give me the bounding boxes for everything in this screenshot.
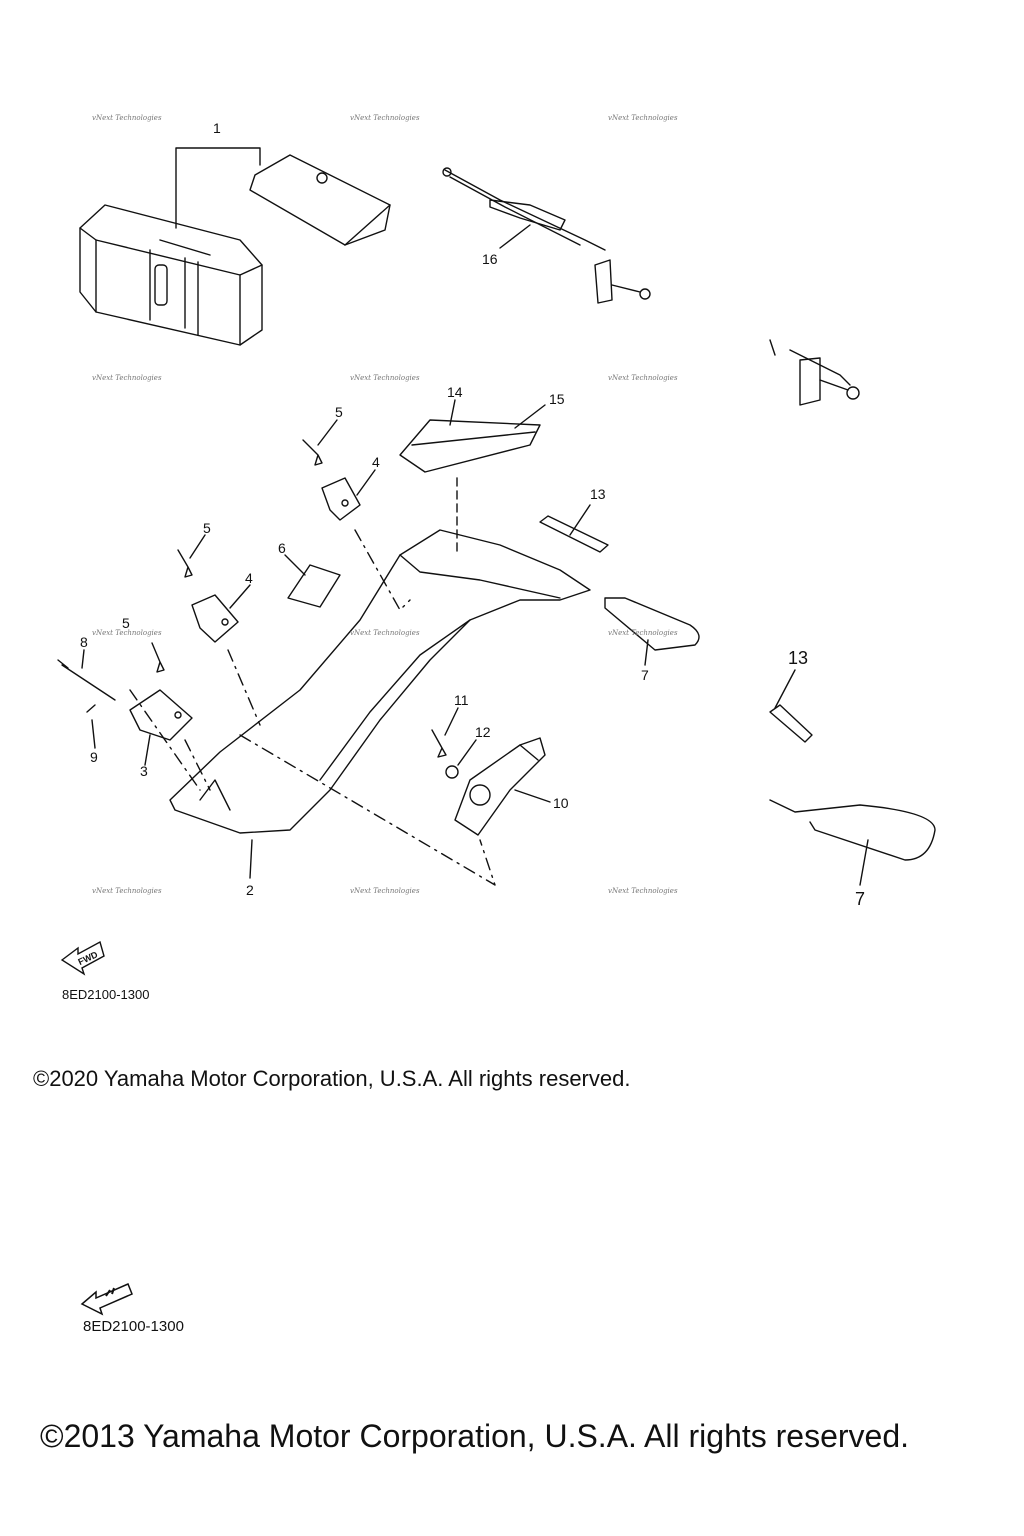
callout-7: 7	[641, 667, 649, 683]
leader-5-mid	[189, 534, 206, 559]
watermark: vNext Technologies	[350, 629, 420, 637]
callout-5-mid: 5	[203, 520, 211, 536]
hinge-part-3	[129, 689, 193, 741]
leader-11	[444, 707, 459, 736]
liner-part-2	[169, 529, 591, 834]
callout-8: 8	[80, 634, 88, 650]
leader-8	[81, 649, 85, 669]
watermark: vNext Technologies	[350, 114, 420, 122]
watermark: vNext Technologies	[608, 887, 678, 895]
leader-13-detail	[774, 669, 796, 709]
nut-part-12	[445, 765, 459, 779]
watermark: vNext Technologies	[350, 887, 420, 895]
watermark: vNext Technologies	[92, 114, 162, 122]
callout-11: 11	[454, 692, 469, 708]
watermark: vNext Technologies	[608, 374, 678, 382]
cable-part-16	[442, 167, 651, 304]
callout-4-lower: 4	[245, 570, 253, 586]
fwd-arrow-icon: FWD	[60, 940, 105, 976]
pin-part-8	[57, 659, 116, 701]
copyright-notice-secondary: ©2013 Yamaha Motor Corporation, U.S.A. A…	[40, 1418, 910, 1454]
holder-part-10	[454, 737, 546, 836]
diagram-code: 8ED2100-1300	[62, 987, 150, 1002]
seal-strip-part-14-15	[399, 419, 541, 473]
fwd-arrow-icon-fragment	[80, 1283, 133, 1316]
strip-part-13	[539, 515, 609, 553]
leader-9	[91, 719, 96, 749]
callout-2: 2	[246, 882, 254, 898]
handle-part-7	[604, 597, 700, 651]
callout-7-detail: 7	[855, 889, 865, 909]
parts-diagram: 1 2 3 4 4 5 5 5 6 7 7 8 9 10 11 12 13 13…	[57, 114, 936, 976]
watermark: vNext Technologies	[350, 374, 420, 382]
leader-1	[175, 147, 261, 229]
callout-9: 9	[90, 749, 98, 765]
leader-6	[284, 554, 306, 576]
cable-clip-detail	[769, 339, 860, 406]
leader-14	[449, 399, 456, 426]
callout-10: 10	[553, 795, 569, 811]
callout-4-upper: 4	[372, 454, 380, 470]
watermark: vNext Technologies	[92, 629, 162, 637]
leader-10	[514, 789, 551, 803]
watermark: vNext Technologies	[608, 114, 678, 122]
storage-bag-part-1	[79, 204, 263, 346]
callout-1: 1	[213, 120, 221, 136]
handle-part-7-detail	[769, 799, 936, 861]
leader-7-detail	[859, 839, 869, 886]
watermark: vNext Technologies	[92, 374, 162, 382]
copyright-notice: ©2020 Yamaha Motor Corporation, U.S.A. A…	[33, 1066, 631, 1091]
strip-part-13-detail	[769, 704, 813, 743]
callout-6: 6	[278, 540, 286, 556]
diagram-code-secondary: 8ED2100-1300	[83, 1318, 184, 1335]
callout-13: 13	[590, 486, 606, 502]
callout-16: 16	[482, 251, 498, 267]
pad-part-6	[287, 564, 341, 608]
rivet-part-5-low	[151, 642, 165, 673]
callout-5-low: 5	[122, 615, 130, 631]
leader-4-lower	[229, 584, 251, 609]
leader-3	[144, 734, 151, 766]
screw-part-11	[431, 729, 447, 758]
leader-12	[457, 739, 477, 766]
callout-12: 12	[475, 724, 491, 740]
rivet-part-5-mid	[177, 549, 193, 578]
pouch-part-1	[249, 154, 391, 246]
leader-7	[644, 639, 649, 666]
rivet-part-5-top	[302, 439, 323, 466]
callout-14: 14	[447, 384, 463, 400]
leader-2	[249, 839, 253, 879]
leader-4-upper	[356, 469, 376, 496]
callout-5-top: 5	[335, 404, 343, 420]
watermark: vNext Technologies	[608, 629, 678, 637]
callout-13-detail: 13	[788, 648, 808, 668]
clip-part-9	[86, 704, 96, 713]
leader-5-top	[317, 419, 338, 446]
callout-15: 15	[549, 391, 565, 407]
callout-3: 3	[140, 763, 148, 779]
leader-16	[499, 224, 531, 249]
leader-15	[514, 404, 546, 429]
bracket-part-4-lower	[191, 594, 239, 643]
bracket-part-4-upper	[321, 477, 361, 521]
watermark: vNext Technologies	[92, 887, 162, 895]
